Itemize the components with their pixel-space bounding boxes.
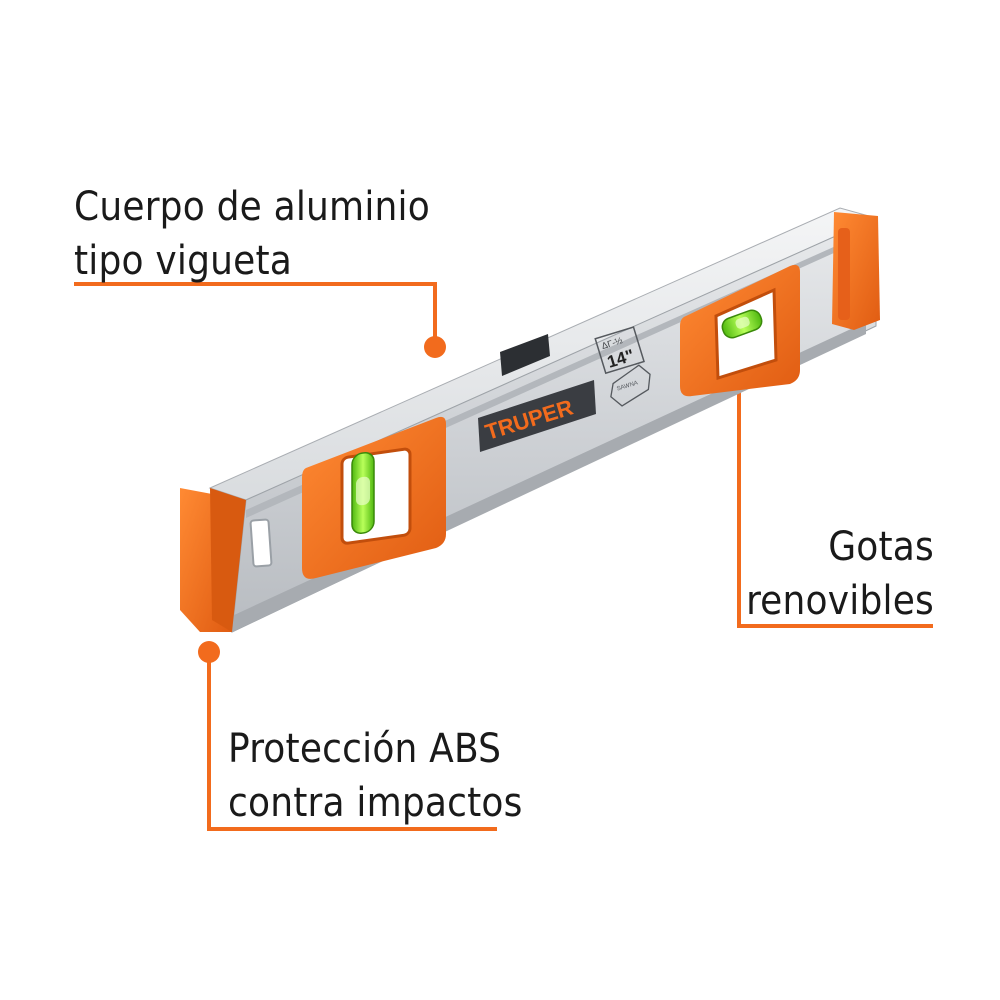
top-vial-window [500, 334, 550, 376]
callout-abs-protection: Protección ABS contra impactos [228, 722, 523, 830]
spirit-level: TRUPER ΔΓ-½ 14" SAWNA [180, 207, 880, 633]
callout-renewable-vials-line2: renovibles [746, 578, 934, 624]
left-vial-frame [302, 416, 446, 579]
callout-renewable-vials-line1: Gotas [828, 524, 934, 570]
leader-line-protection [207, 652, 497, 831]
callout-abs-protection-line1: Protección ABS [228, 726, 502, 772]
leader-lines [74, 282, 933, 831]
leader-dot-body [424, 336, 446, 358]
callout-aluminum-body-line2: tipo vigueta [74, 238, 293, 284]
callout-renewable-vials: Gotas renovibles [746, 520, 934, 628]
left-cap-slot [249, 518, 273, 568]
right-cap-notch [838, 228, 850, 320]
callout-aluminum-body: Cuerpo de aluminio tipo vigueta [74, 180, 430, 288]
leader-line-vials [737, 356, 933, 628]
left-end-cap-side [210, 488, 246, 632]
leader-line-body [74, 282, 437, 346]
callout-abs-protection-line2: contra impactos [228, 780, 523, 826]
callout-aluminum-body-line1: Cuerpo de aluminio [74, 184, 430, 230]
leader-dot-protection [198, 641, 220, 663]
right-vial-frame [680, 264, 800, 397]
certification-stamp-icon [610, 364, 651, 407]
